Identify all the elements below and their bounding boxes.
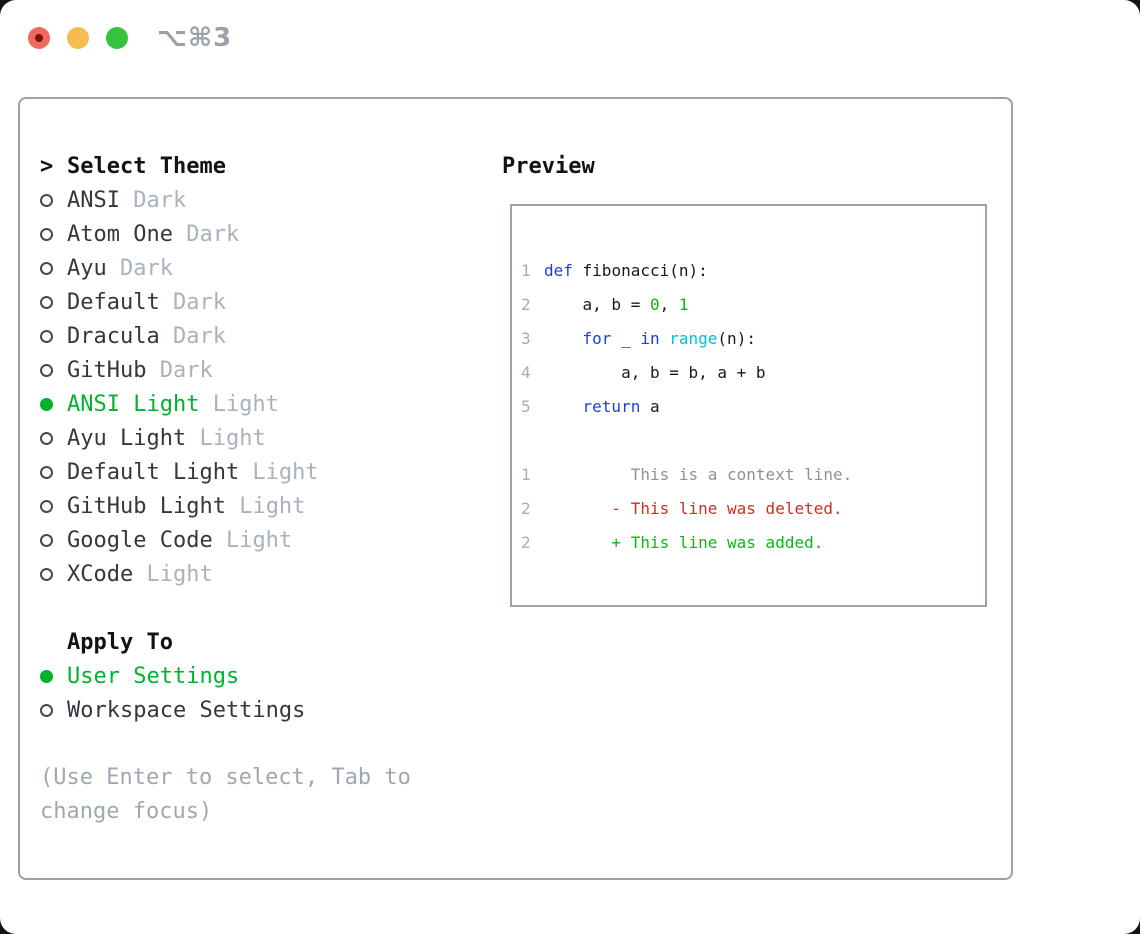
radio-icon — [40, 261, 53, 275]
code-line-text: a, b = b, a + b — [544, 362, 766, 382]
theme-option-badge: Light — [239, 459, 319, 485]
theme-picker: > Select Theme ANSI Dark Atom One Dark A… — [40, 149, 480, 829]
apply-to-list: User Settings Workspace Settings — [40, 659, 480, 727]
code-line-text: - This line was deleted. — [544, 498, 843, 518]
theme-option[interactable]: GitHub Light Light — [40, 489, 480, 523]
radio-icon — [40, 703, 53, 717]
radio-icon — [40, 533, 53, 547]
theme-option-badge: Dark — [159, 323, 226, 349]
radio-icon — [40, 193, 53, 207]
theme-option-name: ANSI Light — [67, 391, 200, 417]
line-number: 2 — [521, 498, 531, 518]
radio-icon — [40, 669, 53, 683]
titlebar: ⌥⌘3 — [28, 23, 233, 53]
radio-icon — [40, 329, 53, 343]
theme-option-badge: Light — [225, 493, 306, 519]
line-number: 2 — [521, 532, 531, 552]
tui-panel: > Select Theme ANSI Dark Atom One Dark A… — [18, 97, 1013, 880]
line-number: 3 — [521, 328, 531, 348]
radio-icon — [40, 567, 53, 581]
theme-option-name: Default Light — [67, 459, 240, 485]
theme-option[interactable]: Atom One Dark — [40, 217, 480, 251]
theme-option-name: GitHub Light — [67, 493, 226, 519]
theme-option[interactable]: XCode Light — [40, 557, 480, 591]
theme-option-badge: Dark — [146, 357, 213, 383]
radio-icon — [40, 227, 53, 241]
theme-option-name: Ayu — [67, 255, 107, 281]
theme-picker-title: Select Theme — [67, 153, 226, 179]
apply-to-option-label: Workspace Settings — [67, 697, 306, 723]
theme-option-name: XCode — [67, 561, 134, 587]
code-line-text: def fibonacci(n): — [544, 260, 708, 280]
apply-to-title: Apply To — [67, 629, 173, 655]
theme-option[interactable]: GitHub Dark — [40, 353, 480, 387]
code-line-text: for _ in range(n): — [582, 328, 756, 348]
code-line: 2 + This line was added. — [521, 525, 985, 559]
minimize-button-icon[interactable] — [67, 27, 89, 49]
code-line: 2 - This line was deleted. — [521, 491, 985, 525]
theme-picker-header: > Select Theme — [40, 149, 480, 183]
theme-option[interactable]: Ayu Dark — [40, 251, 480, 285]
theme-option[interactable]: ANSI Dark — [40, 183, 480, 217]
line-number: 1 — [521, 464, 531, 484]
line-number: 1 — [521, 260, 531, 280]
code-line: 3 for _ in range(n): — [521, 321, 985, 355]
code-line-text: return a — [582, 396, 660, 416]
theme-option-name: GitHub — [67, 357, 147, 383]
code-line: 5 return a — [521, 389, 985, 423]
theme-option-name: Atom One — [67, 221, 173, 247]
radio-icon — [40, 397, 53, 411]
radio-icon — [40, 499, 53, 513]
theme-option-badge: Dark — [106, 255, 173, 281]
preview-title: Preview — [502, 153, 595, 179]
theme-option[interactable]: Default Light Light — [40, 455, 480, 489]
theme-option[interactable]: Default Dark — [40, 285, 480, 319]
prompt-icon: > — [40, 153, 54, 179]
theme-option-badge: Dark — [119, 187, 187, 213]
code-line: 4 a, b = b, a + b — [521, 355, 985, 389]
code-line-text: This is a context line. — [544, 464, 853, 484]
radio-icon — [40, 431, 53, 445]
close-button-icon[interactable] — [28, 27, 50, 49]
preview-pane: 1 def fibonacci(n): 2 a, b = 0, 1 3 for … — [510, 204, 987, 607]
code-line — [521, 423, 985, 457]
apply-to-option[interactable]: Workspace Settings — [40, 693, 480, 727]
code-line-text: a, b = 0, 1 — [544, 294, 689, 314]
apply-to-section: Apply To User Settings Workspace Setting… — [40, 625, 480, 727]
code-line: 1 def fibonacci(n): — [521, 253, 985, 287]
keyboard-hint: (Use Enter to select, Tab to change focu… — [40, 765, 411, 824]
theme-option[interactable]: Google Code Light — [40, 523, 480, 557]
theme-option-name: Ayu Light — [67, 425, 187, 451]
apply-to-option-label: User Settings — [67, 663, 240, 689]
radio-icon — [40, 465, 53, 479]
radio-icon — [40, 363, 53, 377]
line-number: 2 — [521, 294, 531, 314]
theme-option-name: Default — [67, 289, 160, 315]
theme-option[interactable]: Dracula Dark — [40, 319, 480, 353]
theme-option-badge: Dark — [172, 221, 240, 247]
theme-option-badge: Light — [212, 527, 293, 553]
theme-option-name: Google Code — [67, 527, 213, 553]
theme-option-name: ANSI — [67, 187, 120, 213]
code-line: 1 This is a context line. — [521, 457, 985, 491]
theme-option-name: Dracula — [67, 323, 160, 349]
theme-option-badge: Light — [133, 561, 213, 587]
zoom-button-icon[interactable] — [106, 27, 128, 49]
theme-option-badge: Dark — [159, 289, 226, 315]
theme-option[interactable]: Ayu Light Light — [40, 421, 480, 455]
theme-option-badge: Light — [186, 425, 266, 451]
apply-to-option[interactable]: User Settings — [40, 659, 480, 693]
code-block: 1 def fibonacci(n): 2 a, b = 0, 1 3 for … — [521, 253, 985, 559]
theme-option[interactable]: ANSI Light Light — [40, 387, 480, 421]
code-line-text: + This line was added. — [544, 532, 824, 552]
theme-option-badge: Light — [199, 391, 279, 417]
window-title-shortcut: ⌥⌘3 — [157, 23, 233, 53]
code-line: 2 a, b = 0, 1 — [521, 287, 985, 321]
line-number: 4 — [521, 362, 531, 382]
line-number: 5 — [521, 396, 531, 416]
radio-icon — [40, 295, 53, 309]
theme-list: ANSI Dark Atom One Dark Ayu Dark Default… — [40, 183, 480, 591]
